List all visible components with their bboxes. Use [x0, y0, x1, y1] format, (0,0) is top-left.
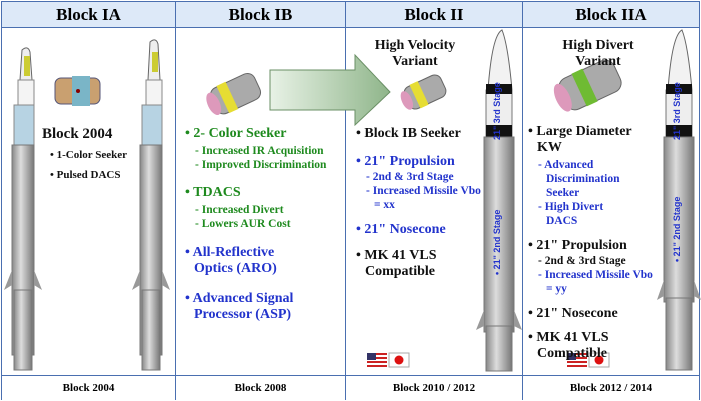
feature: 2- Color Seeker	[193, 126, 287, 141]
variant-title: High Velocity Variant	[374, 38, 456, 69]
feature: 21" Nosecone	[536, 306, 618, 321]
feature: Block IB Seeker	[364, 126, 461, 141]
sub-feature: Advanced Discrimination Seeker	[544, 159, 620, 199]
us-flag-icon	[367, 353, 387, 367]
block-ib-features: • 2- Color Seeker - Increased IR Acquisi…	[185, 126, 327, 322]
bullet: Pulsed DACS	[56, 169, 121, 181]
divider	[522, 2, 523, 399]
sub-feature: Lowers AUR Cost	[201, 218, 291, 230]
stage3-label: 21" 3rd Stage	[672, 82, 682, 140]
feature: 21" Propulsion	[364, 154, 455, 169]
block-ii-missile	[476, 29, 522, 372]
block-ib-kill-vehicle	[206, 72, 262, 115]
block-iia-missile	[657, 29, 701, 371]
header-block-ib: Block IB	[176, 2, 345, 28]
variant-title: High Divert Variant	[562, 38, 634, 69]
header-block-iia: Block IIA	[523, 2, 699, 28]
sub-feature: Improved Discrimination	[201, 159, 327, 171]
japan-flag-icon	[388, 352, 410, 368]
block-ia-kill-vehicle	[54, 76, 101, 106]
divider	[175, 2, 176, 399]
sub-feature: Increased Missile Vbo = xx	[372, 185, 481, 211]
us-flag-icon	[567, 353, 587, 367]
stage3-label: 21" 3rd Stage	[492, 82, 502, 140]
sub-feature: High Divert DACS	[544, 201, 604, 227]
block-ii-features: • Block IB Seeker • 21" Propulsion - 2nd…	[356, 126, 481, 279]
upgrade-arrow	[269, 53, 391, 127]
feature: 21" Nosecone	[364, 222, 446, 237]
footer-block-ii: Block 2010 / 2012	[346, 375, 522, 400]
feature: Large Diameter KW	[536, 124, 632, 155]
sub-feature: 2nd & 3rd Stage	[372, 171, 454, 183]
feature: MK 41 VLS Compatible	[364, 248, 437, 279]
block-iia-features: • Large Diameter KW - Advanced Discrimin…	[528, 124, 653, 361]
japan-flag-icon	[588, 352, 610, 368]
block-ia-missile-right	[132, 39, 170, 371]
stage2-label: • 21" 2nd Stage	[492, 209, 502, 275]
footer-block-ib: Block 2008	[176, 375, 345, 400]
block-iia-kill-vehicle	[553, 59, 622, 112]
feature: 21" Propulsion	[536, 238, 627, 253]
feature: MK 41 VLS Compatible	[536, 330, 609, 361]
sub-feature: Increased Missile Vbo = yy	[544, 269, 653, 295]
stage2-label: • 21" 2nd Stage	[672, 196, 682, 262]
footer-block-iia: Block 2012 / 2014	[523, 375, 699, 400]
block-2004-label: Block 2004	[42, 126, 113, 142]
header-block-ii: Block II	[346, 2, 522, 28]
sub-feature: Increased Divert	[201, 204, 284, 216]
footer-block-ia: Block 2004	[2, 375, 175, 400]
divider	[345, 2, 346, 399]
sub-feature: Increased IR Acquisition	[201, 145, 324, 157]
block-ia-missile-left	[4, 47, 42, 371]
feature: Advanced Signal Processor (ASP)	[192, 291, 294, 322]
header-block-ia: Block IA	[2, 2, 175, 28]
sub-feature: 2nd & 3rd Stage	[544, 255, 626, 267]
bullet: 1-Color Seeker	[56, 149, 127, 161]
block-ii-kill-vehicle	[400, 74, 447, 110]
feature: All-Reflective Optics (ARO)	[192, 245, 277, 276]
feature: TDACS	[193, 185, 241, 200]
